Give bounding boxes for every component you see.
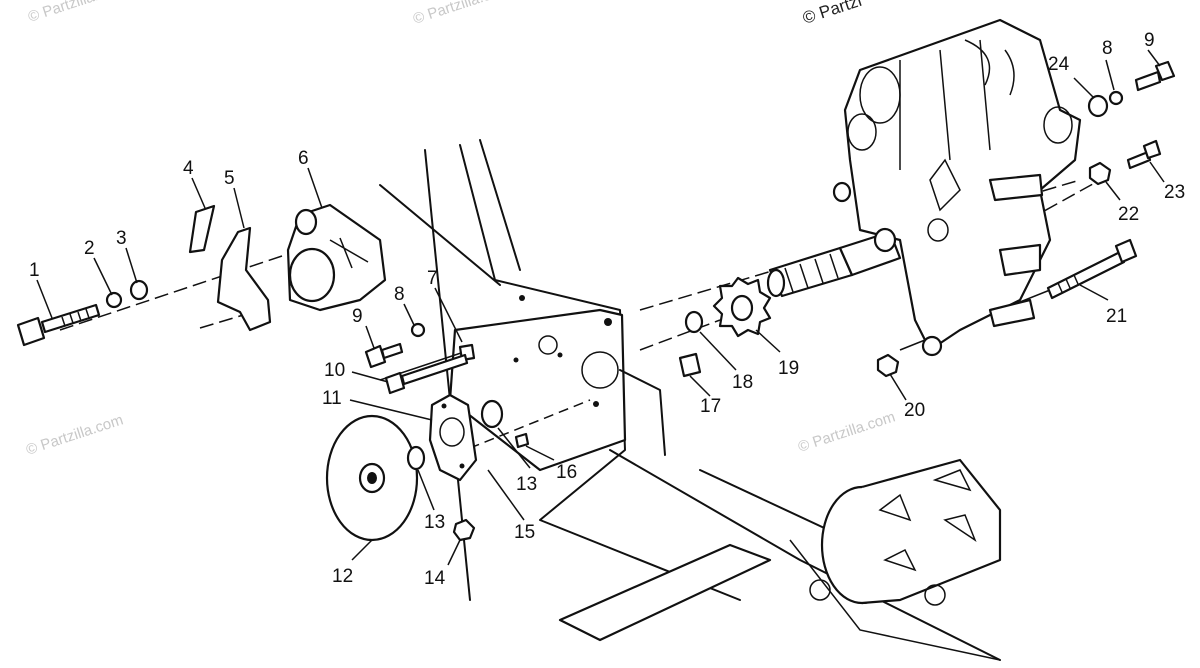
callout-7: 7: [427, 268, 438, 289]
part-5-bracket: [216, 226, 272, 332]
part-6-housing: [286, 203, 387, 312]
callout-20: 20: [904, 400, 925, 421]
part-1-bolt: [16, 303, 101, 347]
callout-24: 24: [1048, 54, 1070, 75]
callout-18: 18: [732, 372, 753, 393]
watermark-1: © Partzilla.com: [26, 0, 127, 26]
part-13-washer-a: [406, 445, 426, 471]
leader-lines: [36, 49, 1165, 566]
watermark-2: © Partzilla.com: [411, 0, 512, 28]
callout-14: 14: [424, 568, 446, 589]
callout-11: 11: [322, 388, 342, 409]
mounting-bracket: [448, 308, 666, 472]
callout-3: 3: [116, 228, 127, 249]
part-9-bolt-right: [1134, 60, 1176, 92]
part-8-washer-right: [1108, 90, 1124, 106]
callout-2: 2: [84, 238, 95, 259]
part-24-washer: [1087, 94, 1109, 118]
callout-23: 23: [1164, 182, 1185, 203]
part-23-bolt: [1126, 139, 1162, 170]
part-16-nut: [514, 432, 530, 449]
part-18-washer: [684, 310, 704, 334]
part-21-bolt: [1046, 238, 1138, 300]
part-13-washer-b: [480, 399, 504, 429]
callout-8: 8: [394, 284, 405, 305]
callout-9: 9: [352, 306, 363, 327]
callout-10: 10: [324, 360, 345, 381]
watermark-top-right: © Partzi: [800, 0, 864, 28]
callout-4: 4: [183, 158, 194, 179]
part-20-nut: [876, 353, 900, 378]
part-8-washer: [410, 322, 426, 338]
watermark-3: © Partzilla.com: [24, 411, 125, 458]
part-22-nut: [1088, 161, 1112, 186]
callout-17: 17: [700, 396, 721, 417]
callout-5: 5: [224, 168, 235, 189]
callout-15: 15: [514, 522, 535, 543]
callout-12: 12: [332, 566, 353, 587]
callout-22: 22: [1118, 204, 1139, 225]
part-10-bolt: [384, 353, 469, 395]
watermark-4: © Partzilla.com: [796, 408, 897, 455]
part-17-screw: [678, 352, 702, 378]
part-19-sprocket: [712, 276, 772, 338]
part-11-plate: [428, 393, 478, 482]
callout-21: 21: [1106, 306, 1127, 327]
callout-labels: 1 2 3 4 5 6 7 8 9 10 11 12 13 13 14 15 1…: [29, 30, 1185, 589]
callout-1: 1: [29, 260, 40, 281]
callout-8-right: 8: [1102, 38, 1113, 59]
part-12-pulley: [325, 414, 419, 542]
part-9-bolt: [364, 342, 404, 369]
chaincase-cover: [558, 458, 1002, 661]
part-3-washer: [129, 279, 149, 301]
part-4-spacer: [188, 204, 216, 254]
part-14-nut: [452, 518, 476, 542]
callout-6: 6: [298, 148, 309, 169]
callout-16: 16: [556, 462, 577, 483]
callout-13b: 13: [516, 474, 537, 495]
callout-13a: 13: [424, 512, 445, 533]
part-2-washer: [105, 291, 123, 309]
part-gearbox: [832, 18, 1082, 357]
callout-9-right: 9: [1144, 30, 1155, 51]
callout-19: 19: [778, 358, 799, 379]
